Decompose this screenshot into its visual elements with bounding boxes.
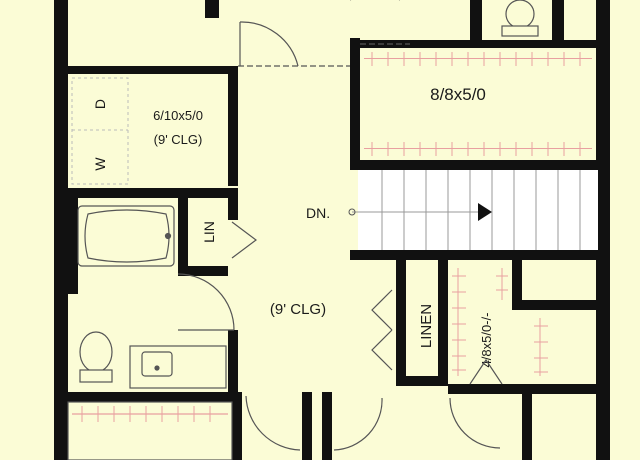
bottom-left-hangers — [81, 406, 211, 422]
toilet-bowl — [79, 331, 113, 373]
wall-lin-bottom — [178, 266, 228, 276]
laundry-size: 6/10x5/0 — [153, 108, 203, 123]
closet-top-rod-2 — [364, 148, 592, 149]
wall-bottom-c — [522, 384, 532, 460]
bottom-door-c — [449, 397, 501, 449]
bottom-left-closet — [67, 401, 233, 460]
bathtub-inner — [84, 209, 170, 263]
hall-top-door — [238, 0, 400, 67]
wall-bottom-mid-a — [302, 392, 312, 460]
wall-outer-right — [596, 0, 610, 460]
wall-laundry-bottom — [68, 188, 238, 198]
wall-lin-left — [178, 198, 188, 276]
stair-arrow-head — [478, 203, 492, 221]
closet-right-size: 4/8x5/0-/- — [479, 313, 494, 368]
stair-down-label: DN. — [306, 205, 330, 221]
wall-top-left-h — [68, 66, 238, 74]
hall-ceiling: (9' CLG) — [270, 301, 326, 318]
wall-top-right-b — [552, 0, 564, 44]
wall-bath-lower — [228, 330, 238, 400]
stair-arrow-start — [348, 208, 356, 216]
bathtub — [77, 205, 175, 267]
closet-right-door — [469, 358, 503, 385]
linen-closet: LINEN — [371, 289, 435, 371]
wall-linen-bottom — [396, 376, 448, 386]
wall-top-left — [205, 0, 219, 18]
stair-treads — [381, 170, 581, 250]
bottom-door-a — [245, 395, 301, 451]
toilet-tank-top — [501, 25, 539, 37]
wall-top-right-a — [470, 0, 482, 44]
wall-bath-bottom — [68, 392, 238, 402]
closet-top-rod — [364, 58, 592, 59]
wall-outer-left — [54, 0, 68, 460]
lin-door — [231, 221, 257, 259]
linen-label: LINEN — [418, 304, 435, 348]
lin-label: LIN — [201, 221, 217, 243]
wall-closet-bottom — [350, 160, 604, 170]
wall-right-closet-mid — [512, 300, 604, 310]
toilet-top-right — [501, 0, 539, 37]
closet-top-size: 8/8x5/0 — [430, 85, 486, 104]
stair: DN. — [306, 170, 598, 250]
wall-linen-left — [396, 260, 406, 384]
wall-lin-right — [228, 198, 238, 220]
closet-top: 8/8x5/0 — [364, 52, 592, 156]
bottom-area — [67, 395, 501, 460]
linen-door — [371, 289, 393, 371]
walls — [54, 0, 610, 460]
washer-label: W — [92, 157, 108, 171]
sink-drain — [154, 365, 160, 371]
lin-closet: LIN — [201, 221, 257, 259]
wall-lower-left-bottom — [232, 392, 242, 460]
wall-linen-right — [438, 260, 448, 384]
wall-stair-bottom — [350, 250, 604, 260]
wall-bath-top — [68, 198, 78, 294]
toilet-bowl-top — [505, 0, 535, 29]
toilet-tank — [79, 369, 113, 383]
dryer-label: D — [92, 99, 108, 109]
bath-door — [177, 273, 235, 331]
sink — [141, 351, 173, 377]
laundry-ceiling: (9' CLG) — [154, 132, 203, 147]
closet-top-hangers — [371, 52, 581, 156]
wall-bottom-mid-b — [322, 392, 332, 460]
washer-dryer-area — [71, 77, 129, 185]
bottom-door-b — [333, 397, 383, 451]
wall-closet-top — [350, 38, 360, 168]
closet-right-shelves — [452, 268, 548, 376]
closet-right: 4/8x5/0-/- — [452, 268, 548, 385]
bathroom — [77, 205, 235, 389]
bathtub-drain — [164, 232, 172, 240]
wall-right-closet-left — [512, 260, 522, 310]
laundry-room: D W 6/10x5/0 (9' CLG) — [71, 77, 203, 185]
wall-laundry-right — [228, 66, 238, 186]
